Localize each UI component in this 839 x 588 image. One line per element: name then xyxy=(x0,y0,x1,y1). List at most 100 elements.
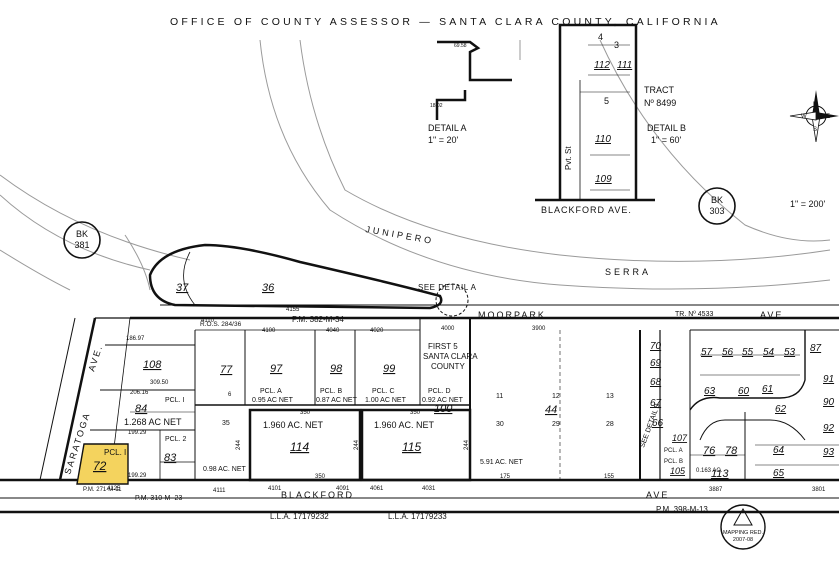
dim-350-a: 350 xyxy=(300,410,311,416)
detail-b-parcel-110: 110 xyxy=(595,134,611,145)
north-arrow-icon: N S W E xyxy=(789,90,839,143)
parcel-107: 107 xyxy=(672,433,688,443)
junipero-label: JUNIPERO xyxy=(365,224,435,246)
addr-3887: 3887 xyxy=(709,487,723,493)
dim-186-97: 186.97 xyxy=(126,336,145,342)
first-5-label: FIRST 5 xyxy=(428,342,458,351)
area-100: 1.00 AC NET xyxy=(365,397,407,404)
parcel-90: 90 xyxy=(823,397,835,408)
detail-b-private-street-label: Pvt. St xyxy=(564,146,573,170)
detail-b-lot3: 3 xyxy=(614,40,619,50)
svg-text:S: S xyxy=(813,127,817,133)
parcel-63: 63 xyxy=(704,386,716,397)
parcel-72-highlight[interactable] xyxy=(76,443,129,485)
area-0163: 0.163 AC. xyxy=(696,468,723,474)
parcel-37: 37 xyxy=(176,282,189,294)
parcel-114-boundary xyxy=(248,408,362,482)
svg-text:E: E xyxy=(826,114,830,120)
dim-244-b: 244 xyxy=(354,439,360,450)
area-087: 0.87 AC NET xyxy=(316,397,358,404)
parcel-92: 92 xyxy=(823,423,835,434)
pcl-a-label: PCL. A xyxy=(260,388,282,395)
see-detail-a: SEE DETAIL A xyxy=(418,283,477,292)
pcl-b-label: PCL. B xyxy=(320,388,343,395)
pcl-c-label: PCL. C xyxy=(372,388,395,395)
pcl-d-label: PCL. D xyxy=(428,388,451,395)
parcel-65: 65 xyxy=(773,468,785,479)
parcel-72: 72 xyxy=(93,459,107,473)
parcel-98: 98 xyxy=(330,363,343,375)
ros-284: R.O.S. 284/36 xyxy=(200,321,242,328)
detail-b-street: BLACKFORD AVE. xyxy=(541,205,632,215)
pcl-b2-label: PCL. B xyxy=(664,459,683,465)
parcel-99: 99 xyxy=(383,363,395,375)
parcel-37-line xyxy=(183,251,196,306)
pcl-1-label: PCL. I xyxy=(165,397,185,404)
area-1268: 1.268 AC NET xyxy=(124,417,182,427)
parcel-83: 83 xyxy=(164,452,177,464)
detail-b-lot5: 5 xyxy=(604,96,609,106)
tract-label: TRACT xyxy=(644,85,674,95)
lot-29: 29 xyxy=(552,421,560,428)
book-303-number: 303 xyxy=(709,206,724,216)
parcel-36-37-boundary xyxy=(148,243,443,310)
parcel-72-pcl-label: PCL. I xyxy=(104,448,126,457)
parcel-70: 70 xyxy=(650,341,662,352)
pcl-2-label: PCL. 2 xyxy=(165,436,187,443)
stamp-line1: MAPPING RED. xyxy=(723,530,764,536)
junipero-serra-curve-north xyxy=(299,39,831,262)
parcel-108: 108 xyxy=(143,359,162,371)
parcel-62: 62 xyxy=(775,404,787,415)
dim-199-29-a: 199.29 xyxy=(128,430,147,436)
book-381-label: BK xyxy=(76,229,88,239)
blackford-ave-label: AVE xyxy=(646,490,669,500)
addr-4020: 4020 xyxy=(370,328,384,334)
addr-4040: 4040 xyxy=(326,328,340,334)
parcel-66: 66 xyxy=(652,418,664,429)
svg-text:N: N xyxy=(813,102,817,108)
parcel-97: 97 xyxy=(270,363,283,375)
parcel-69: 69 xyxy=(650,358,662,369)
dim-206-16: 206.16 xyxy=(130,390,149,396)
area-1960-a: 1.960 AC. NET xyxy=(263,420,324,430)
detail-a-boundary xyxy=(437,40,512,82)
county-label: COUNTY xyxy=(431,362,465,371)
pcl-a2-label: PCL. A xyxy=(664,448,683,454)
lot-13: 13 xyxy=(606,393,614,400)
parcel-114: 114 xyxy=(290,440,309,454)
parcel-60: 60 xyxy=(738,386,750,397)
detail-b-boundary xyxy=(558,23,638,200)
lot-30: 30 xyxy=(496,421,504,428)
dim-155: 155 xyxy=(604,474,615,480)
parcel-68: 68 xyxy=(650,377,662,388)
parcel-44: 44 xyxy=(545,404,557,416)
area-591: 5.91 AC. NET xyxy=(480,459,524,466)
area-1960-b: 1.960 AC. NET xyxy=(374,420,435,430)
parcel-53: 53 xyxy=(784,347,796,358)
parcel-36: 36 xyxy=(262,282,275,294)
dim-350-c: 350 xyxy=(315,474,326,480)
parcel-55: 55 xyxy=(742,347,754,358)
lot-11: 11 xyxy=(496,393,503,400)
dim-175: 175 xyxy=(500,474,511,480)
parcel-113: 113 xyxy=(711,468,729,480)
dim-6: 6 xyxy=(228,392,232,398)
blackford-label: BLACKFORD xyxy=(281,490,354,500)
detail-a-boundary-lower xyxy=(435,90,467,120)
detail-a-callout-circle xyxy=(435,283,469,317)
area-098: 0.98 AC. NET xyxy=(203,466,247,473)
pm-382: P.M. 382-M-34 xyxy=(292,315,344,324)
tract-number: Nº 8499 xyxy=(644,98,676,108)
book-303-circle xyxy=(698,187,736,225)
moorpark-ave-label: AVE. xyxy=(760,310,788,320)
parcel-100: 100 xyxy=(434,403,453,415)
map-scale: 1" = 200' xyxy=(790,199,825,209)
pm-398: P.M. 398-M-13 xyxy=(656,505,708,514)
ramp-curve xyxy=(599,39,831,242)
book-303-label: BK xyxy=(711,195,723,205)
northwest-curve-a xyxy=(0,174,191,261)
tract-loop-road xyxy=(689,330,806,411)
parcel-77: 77 xyxy=(220,364,233,376)
lla-17179233: L.L.A. 17179233 xyxy=(388,512,447,521)
